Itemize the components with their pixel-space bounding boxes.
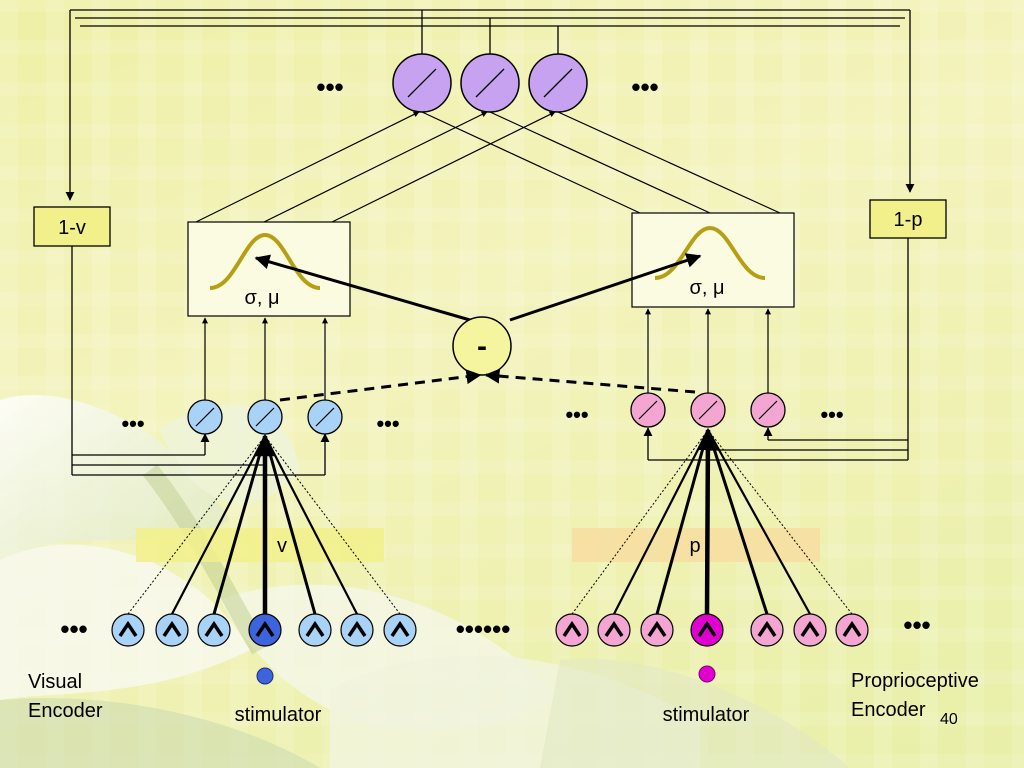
v-bar: v — [136, 528, 384, 562]
minus-label: - — [477, 330, 487, 363]
proprio-stimulator-dot — [698, 665, 716, 683]
one-minus-v-label: 1-v — [58, 217, 86, 239]
visual-unit-3 — [197, 613, 231, 647]
ellipsis-top-right: ••• — [631, 72, 658, 102]
one-minus-v-box: 1-v — [33, 206, 111, 247]
page-number: 40 — [940, 711, 958, 728]
proprio-unit-3 — [640, 613, 674, 647]
visual-unit-4-active — [248, 613, 282, 647]
box-to-top-lines — [195, 111, 781, 223]
proprio-encoder-connections — [571, 427, 853, 615]
proprio-unit-4-active — [690, 613, 724, 647]
ellipsis-mid-right-1: ••• — [565, 402, 588, 427]
ellipsis-bottom-left: ••• — [60, 614, 87, 644]
top-neuron-3 — [528, 53, 588, 113]
middle-proprio-layer: ••• ••• — [565, 392, 844, 428]
proprio-unit-2 — [597, 613, 631, 647]
left-gaussian-box: σ, μ — [187, 221, 351, 317]
one-minus-p-box: 1-p — [869, 199, 947, 239]
top-neuron-layer: ••• ••• — [316, 53, 659, 113]
proprio-unit-5 — [750, 613, 784, 647]
visual-unit-6 — [340, 613, 374, 647]
visual-unit-5 — [298, 613, 332, 647]
proprio-unit-7 — [835, 613, 869, 647]
ellipsis-bottom-right: ••• — [903, 610, 930, 640]
proprio-mid-neuron-3 — [750, 392, 786, 428]
right-sigma-mu-label: σ, μ — [690, 277, 725, 299]
proprio-encoder-label-line1: Proprioceptive — [851, 670, 979, 692]
top-feedback-lines — [65, 9, 915, 201]
visual-encoder-label-line1: Visual — [28, 671, 82, 693]
right-gaussian-curve — [654, 225, 766, 280]
visual-unit-1 — [111, 613, 145, 647]
proprio-encoder-label-line2: Encoder — [851, 699, 926, 721]
subtraction-node: - — [254, 253, 702, 376]
mid-to-box-arrows — [202, 308, 771, 400]
left-sigma-mu-label: σ, μ — [245, 287, 280, 309]
p-bar: p — [572, 528, 820, 562]
ellipsis-mid-left-1: ••• — [121, 411, 144, 436]
proprio-mid-neuron-2 — [690, 392, 726, 428]
visual-stimulator-dot — [256, 667, 274, 685]
ellipsis-mid-left-2: ••• — [376, 411, 399, 436]
proprio-unit-1 — [555, 613, 589, 647]
visual-encoder-connections — [127, 433, 401, 615]
right-gaussian-box: σ, μ — [631, 212, 795, 308]
stimulator-left-label: stimulator — [235, 704, 322, 726]
visual-mid-neuron-2 — [247, 399, 283, 435]
visual-unit-7 — [383, 613, 417, 647]
middle-visual-layer: ••• ••• — [121, 399, 400, 436]
visual-mid-neuron-1 — [187, 399, 223, 435]
proprio-unit-6 — [793, 613, 827, 647]
proprio-encoder-layer: ••• — [555, 610, 931, 647]
one-minus-p-label: 1-p — [894, 209, 923, 231]
top-neuron-2 — [460, 53, 520, 113]
side-wiring — [71, 238, 909, 476]
visual-unit-2 — [155, 613, 189, 647]
visual-encoder-label-line2: Encoder — [28, 700, 103, 722]
dashed-difference-lines — [279, 368, 696, 402]
ellipsis-bottom-center: •••••• — [456, 614, 511, 644]
ellipsis-mid-right-2: ••• — [820, 402, 843, 427]
ellipsis-top-left: ••• — [316, 72, 343, 102]
left-gaussian-curve — [209, 232, 321, 290]
visual-encoder-layer: ••• •••••• — [60, 613, 511, 647]
v-bar-label: v — [277, 535, 287, 557]
top-neuron-1 — [392, 53, 452, 113]
visual-mid-neuron-3 — [307, 399, 343, 435]
stimulator-right-label: stimulator — [663, 704, 750, 726]
p-bar-label: p — [689, 535, 700, 557]
proprio-mid-neuron-1 — [630, 392, 666, 428]
